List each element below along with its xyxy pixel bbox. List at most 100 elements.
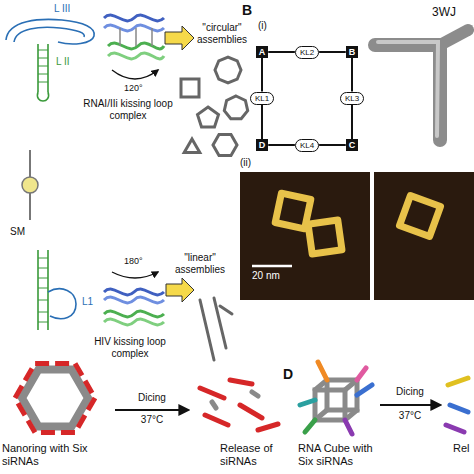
loop-label: L1 — [82, 296, 93, 308]
rna-cube-illustration — [300, 400, 315, 405]
three-way-junction-model — [375, 45, 440, 140]
linear-assemblies — [200, 300, 214, 360]
dicing-arrow — [380, 405, 440, 406]
subpanel-label: (i) — [258, 20, 267, 32]
released-sirnas — [446, 378, 468, 432]
node-text: D — [259, 140, 266, 150]
process-label: 37°C — [380, 410, 440, 422]
afm-image — [374, 172, 474, 300]
released-sirnas — [252, 392, 258, 396]
released-sirnas — [200, 380, 278, 430]
helix-connector — [319, 51, 346, 53]
node-text: B — [349, 47, 356, 57]
rna-cube-illustration — [300, 362, 372, 434]
node-text: KL2 — [300, 48, 314, 57]
rna-cube-illustration — [315, 380, 357, 420]
process-label: 37°C — [122, 414, 182, 426]
three-way-junction-model — [375, 30, 468, 140]
structure-label: 3WJ — [432, 6, 456, 20]
junction-box: B — [346, 46, 359, 58]
illustration-caption: Nanoring with Six siRNAs — [2, 442, 88, 467]
illustration-caption: Release of siRNAs — [220, 442, 292, 467]
released-sirnas — [240, 405, 262, 418]
rna-secondary-structure — [48, 289, 76, 319]
panel-letter: D — [283, 366, 293, 382]
afm-image — [308, 220, 342, 254]
assembly-caption: "linear" assemblies — [168, 252, 232, 275]
rna-cube-illustration — [305, 420, 315, 432]
circular-assemblies — [181, 57, 248, 155]
rna-cube-illustration — [327, 380, 357, 410]
released-sirnas — [448, 378, 468, 385]
circular-assemblies — [198, 107, 219, 127]
complex-caption: RNAI/IIi kissing loop complex — [78, 98, 178, 121]
rotation-arrow — [112, 272, 158, 278]
kissing-loop-3d — [104, 297, 164, 303]
helix-connector — [351, 105, 353, 140]
process-label: Dicing — [380, 386, 440, 398]
kissing-loop-3d — [104, 15, 164, 59]
helix-connector — [261, 58, 263, 92]
rna-secondary-structure — [37, 92, 48, 101]
rna-secondary-structure — [14, 27, 84, 42]
kissing-loop-oval: KL2 — [295, 46, 319, 59]
rna-secondary-structure — [6, 19, 94, 101]
rna-secondary-structure — [38, 44, 48, 92]
helix-connector — [268, 51, 295, 53]
helix-connector — [351, 58, 353, 92]
junction-box: C — [346, 139, 359, 151]
node-text: A — [259, 47, 266, 57]
block-arrow — [165, 26, 194, 50]
junction-box: A — [256, 46, 269, 58]
helix-connector — [261, 105, 263, 140]
afm-image — [252, 265, 292, 268]
linear-assemblies — [200, 298, 232, 360]
released-sirnas — [450, 405, 468, 412]
sm-stick — [22, 177, 38, 193]
subpanel-label: (ii) — [240, 157, 251, 169]
helix-connector — [319, 144, 346, 146]
rna-cube-illustration — [300, 362, 372, 434]
sm-label: SM — [10, 226, 25, 238]
kissing-loop-3d — [120, 28, 152, 46]
circular-assemblies — [181, 79, 199, 97]
node-text: KL1 — [255, 94, 269, 103]
released-sirnas — [446, 425, 464, 432]
afm-image — [275, 193, 440, 254]
sm-stick — [22, 150, 38, 220]
angle-label: 180° — [124, 256, 143, 266]
afm-image — [240, 172, 370, 300]
rotation-arrow — [112, 70, 158, 79]
three-way-junction-model — [378, 42, 438, 136]
block-arrow — [165, 26, 194, 50]
kissing-loop-3d — [104, 25, 164, 31]
block-arrow — [166, 278, 194, 302]
circular-assemblies — [224, 96, 247, 119]
helix-connector — [268, 144, 295, 146]
dicing-arrow — [115, 410, 188, 411]
rna-cube-illustration — [315, 390, 345, 420]
node-text: C — [349, 140, 356, 150]
kissing-loop-3d — [104, 15, 164, 21]
dicing-arrow — [115, 409, 188, 411]
kissing-loop-3d — [104, 319, 164, 325]
kissing-loop-3d — [104, 289, 164, 295]
dicing-arrow — [380, 404, 440, 406]
rna-cube-illustration — [345, 420, 352, 434]
scale-bar-label: 20 nm — [252, 270, 280, 282]
rna-cube-illustration — [357, 368, 366, 380]
block-arrow — [166, 278, 194, 302]
kissing-loop-3d — [104, 289, 164, 325]
circular-assemblies — [213, 135, 237, 156]
angle-label: 120° — [124, 83, 143, 93]
three-way-junction-model — [440, 30, 468, 45]
kissing-loop-3d — [108, 53, 164, 59]
rna-secondary-structure — [38, 250, 76, 330]
kissing-loop-oval: KL3 — [340, 92, 364, 105]
kissing-loop-3d — [104, 311, 164, 317]
nanoring-illustration — [22, 369, 88, 426]
rotation-arrow — [112, 70, 158, 79]
loop-label: L II — [56, 56, 70, 68]
junction-box: D — [256, 139, 269, 151]
